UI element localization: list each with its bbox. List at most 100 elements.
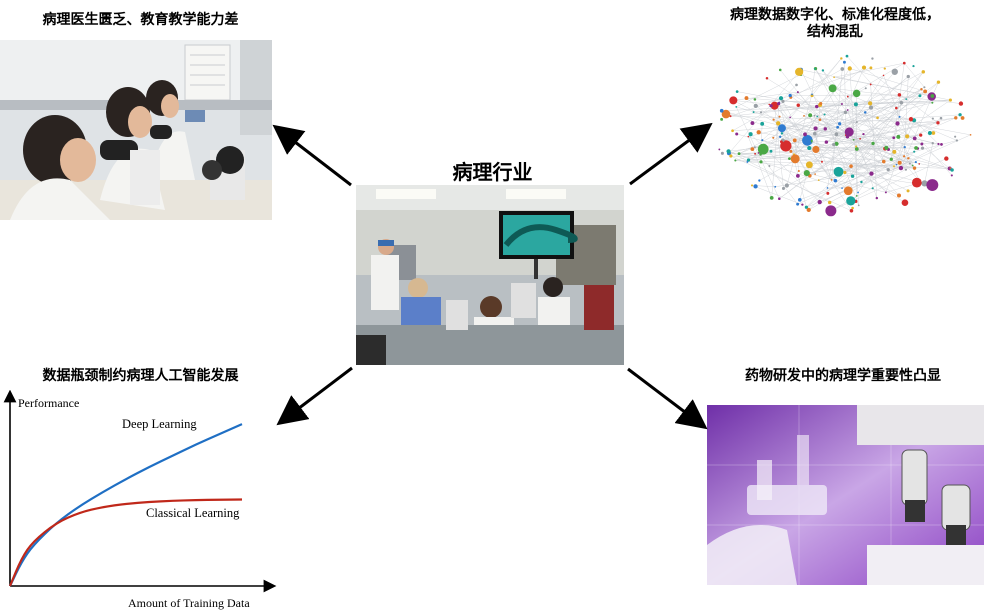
pathology-lab-photo [356, 185, 624, 365]
network-node [922, 70, 925, 73]
network-node [721, 152, 724, 155]
network-node [791, 154, 800, 163]
network-node [807, 208, 811, 212]
network-node [826, 192, 829, 195]
network-node [876, 197, 878, 199]
network-node [862, 133, 864, 135]
network-node [961, 116, 965, 120]
network-node [822, 69, 824, 71]
network-node [806, 161, 813, 168]
network-node [847, 109, 849, 111]
network-node [920, 142, 923, 145]
network-node [899, 166, 903, 170]
network-node [821, 161, 823, 163]
network-node [832, 143, 835, 146]
network-node [915, 161, 917, 163]
network-node [920, 88, 922, 90]
network-node [761, 139, 763, 141]
network-node [729, 154, 732, 157]
network-node [729, 96, 737, 104]
pathologists-microscope-photo [0, 40, 272, 220]
network-node [770, 150, 773, 153]
network-node [928, 131, 932, 135]
network-node [738, 152, 741, 155]
network-node [869, 171, 873, 175]
network-node [796, 174, 800, 178]
network-edge [787, 143, 873, 185]
network-node [843, 61, 846, 64]
network-node [778, 197, 781, 200]
network-node [944, 156, 948, 160]
drug-research-microscope-photo [707, 405, 984, 585]
network-node [754, 98, 757, 101]
network-node [856, 121, 858, 123]
network-node [840, 57, 842, 59]
network-node [735, 132, 738, 135]
network-node [883, 75, 885, 77]
network-node [785, 183, 789, 187]
network-node [892, 150, 896, 154]
arrow-to-top-right [630, 130, 703, 184]
network-node [751, 121, 755, 125]
network-node [819, 102, 822, 105]
network-node [862, 66, 866, 70]
network-node [895, 121, 899, 125]
network-node [884, 146, 888, 150]
network-node [923, 89, 927, 93]
network-node [869, 66, 872, 69]
network-node [788, 157, 791, 160]
network-edge [812, 69, 815, 94]
arrow-to-top-left [282, 132, 351, 185]
network-node [872, 187, 874, 189]
network-node [907, 75, 910, 78]
network-node [838, 122, 841, 125]
network-node [882, 160, 886, 164]
network-node [937, 143, 939, 145]
network-node [735, 106, 737, 108]
x-axis-label: Amount of Training Data [128, 596, 250, 611]
network-node [956, 139, 958, 141]
network-node [726, 149, 730, 153]
network-node [768, 165, 770, 167]
network-node [914, 146, 918, 150]
network-node [890, 158, 893, 161]
network-node [789, 150, 792, 153]
network-node [937, 80, 940, 83]
network-node [940, 117, 943, 120]
network-node [793, 138, 797, 142]
network-node [850, 209, 854, 213]
network-node [898, 93, 902, 97]
network-node [825, 205, 836, 216]
network-node [758, 179, 760, 181]
network-node [954, 136, 956, 138]
network-node [851, 174, 854, 177]
top-right-caption-line2: 结构混乱 [700, 24, 970, 41]
network-node [871, 57, 873, 59]
network-node [736, 90, 739, 93]
network-node [753, 111, 755, 113]
network-node [834, 167, 844, 177]
network-node [780, 140, 783, 143]
network-node [907, 189, 910, 192]
network-node [844, 111, 847, 114]
network-node [760, 111, 762, 113]
network-node [949, 99, 952, 102]
series-label-deep-learning: Deep Learning [122, 417, 197, 432]
network-node [813, 132, 817, 136]
network-node [841, 103, 843, 105]
network-node [819, 118, 822, 121]
network-node [803, 115, 805, 117]
network-edge [752, 185, 802, 204]
network-node [896, 164, 898, 166]
network-node [921, 147, 924, 150]
network-node [846, 55, 849, 58]
network-node [936, 121, 939, 124]
network-node [905, 134, 909, 138]
network-node [720, 118, 723, 121]
network-node [829, 84, 837, 92]
y-axis-label: Performance [18, 396, 79, 411]
network-node [731, 129, 734, 132]
network-node [795, 84, 798, 87]
network-node [807, 146, 811, 150]
network-node [912, 178, 922, 188]
